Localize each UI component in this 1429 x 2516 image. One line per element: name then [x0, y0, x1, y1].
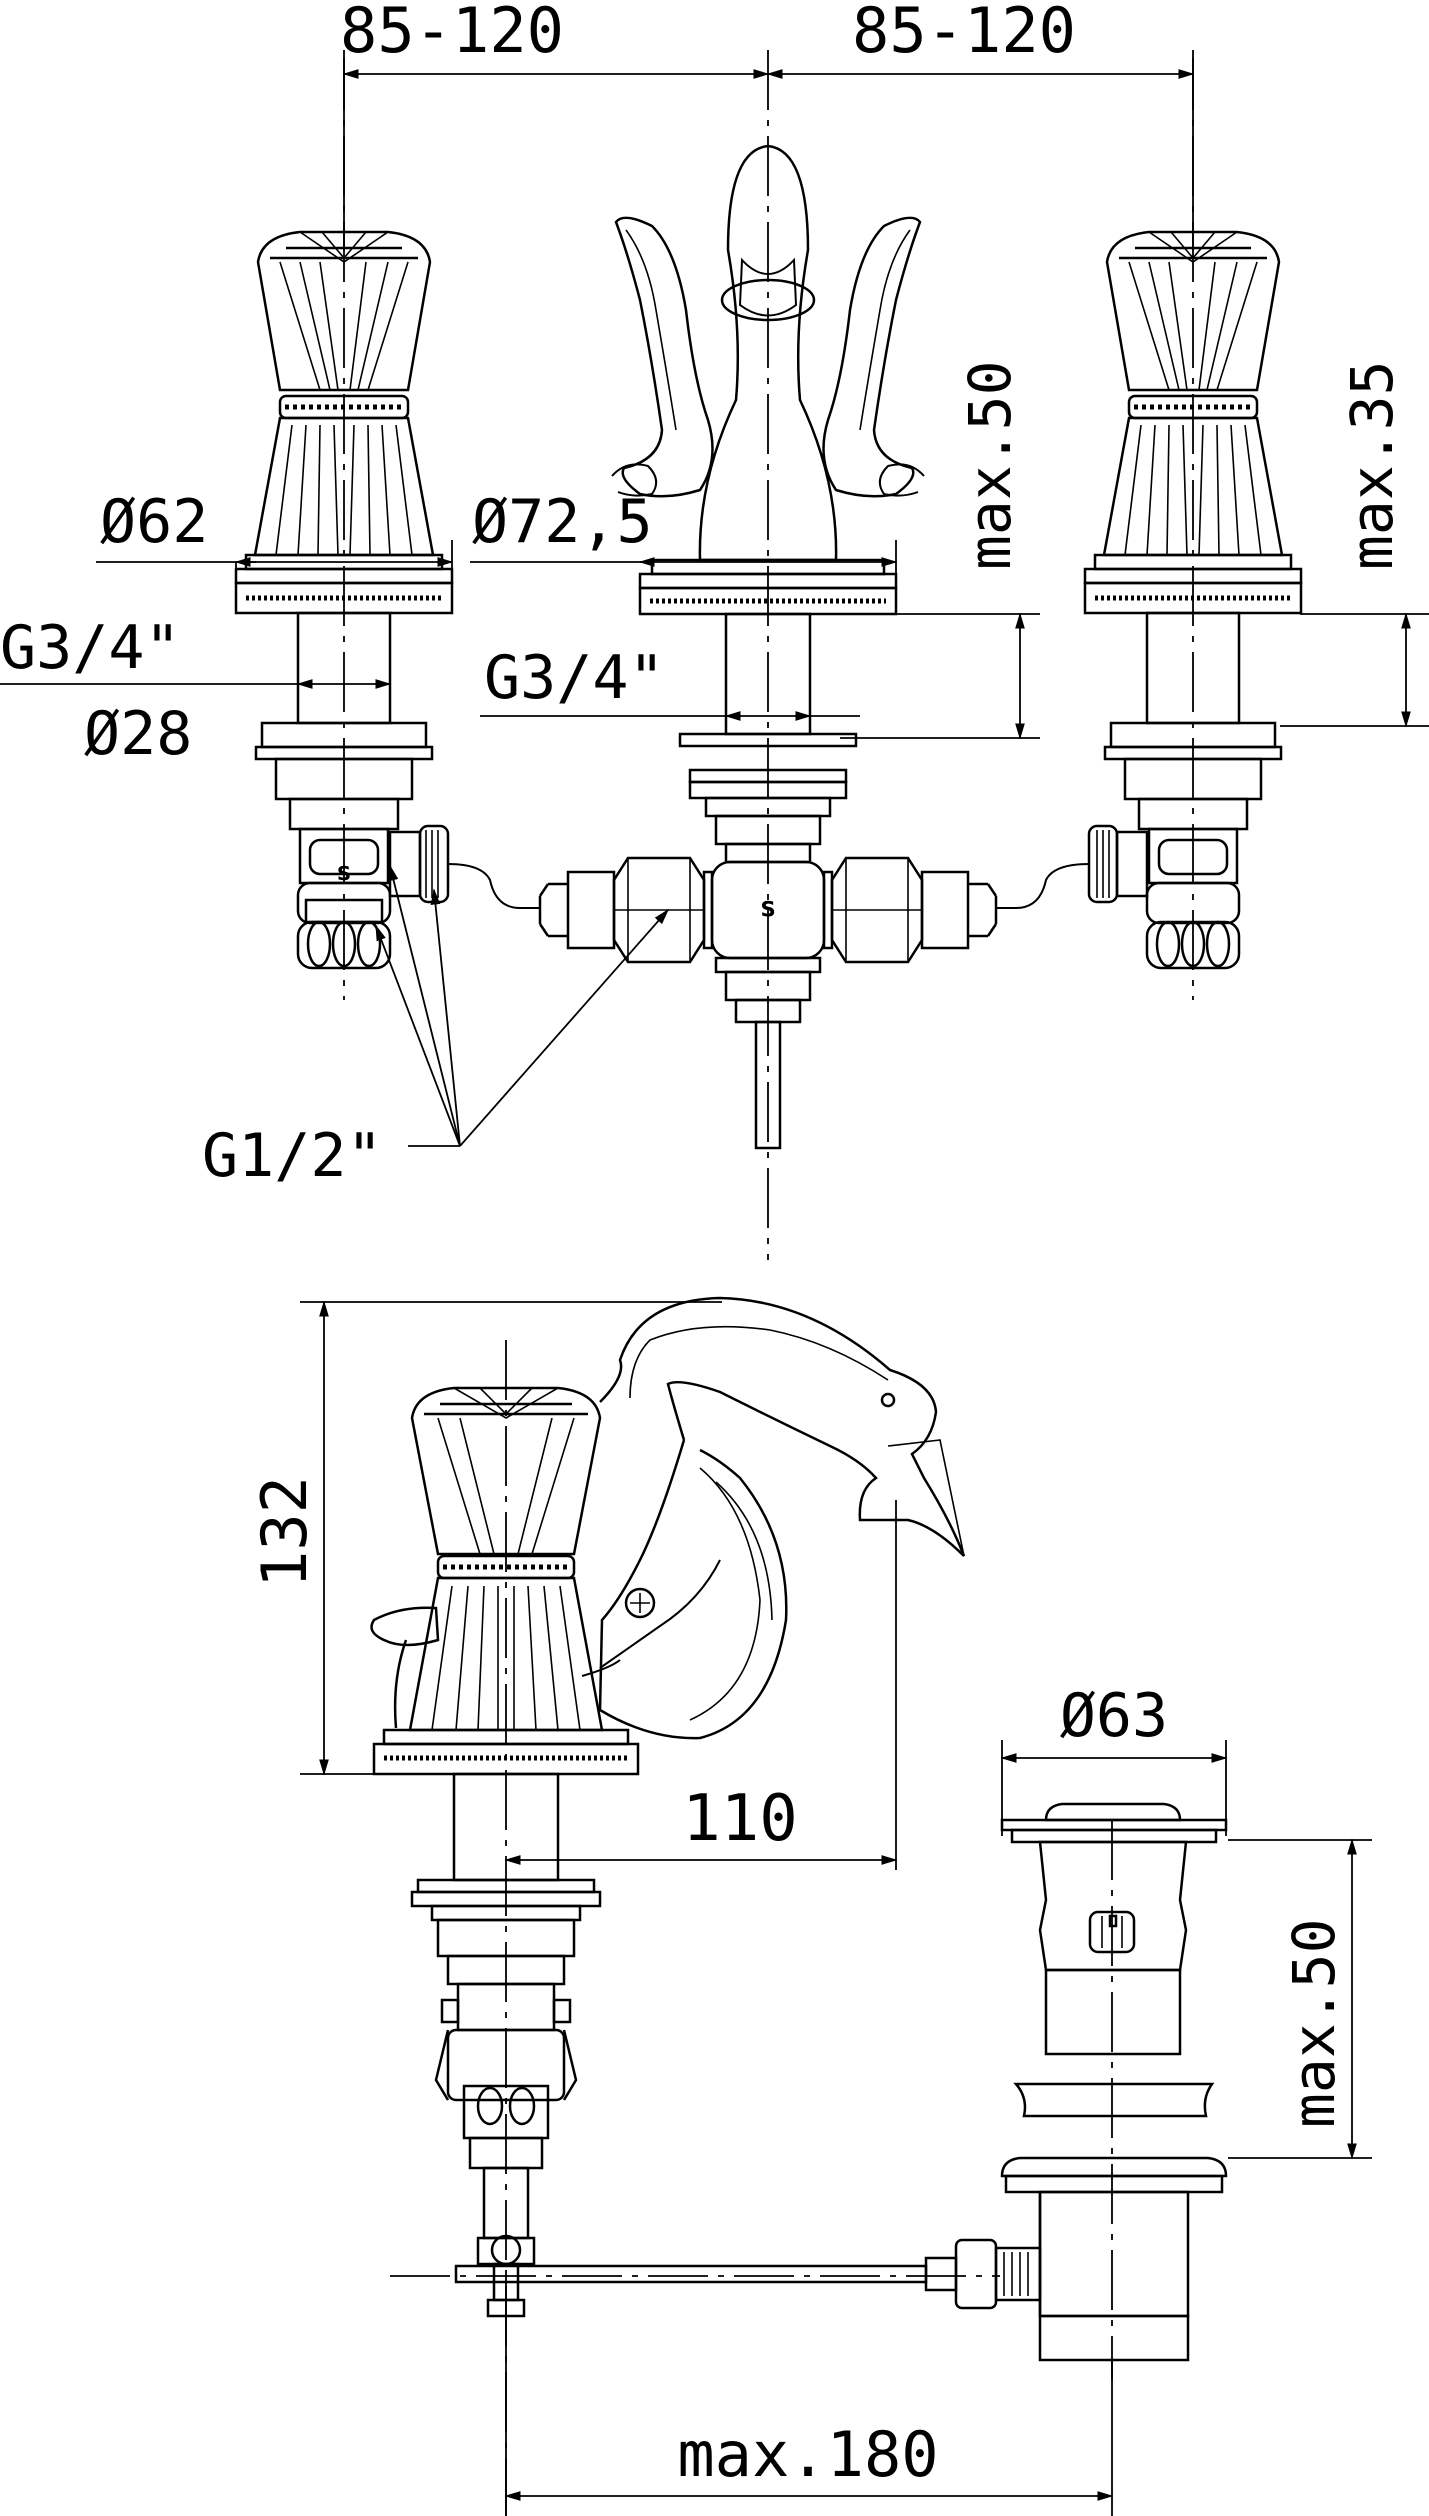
label-spout-base-diameter: Ø72,5 [472, 487, 653, 557]
label-thread-left: G3/4" [0, 613, 181, 683]
left-dimensions [0, 540, 454, 689]
label-waste-max-height: max.50 [1280, 1918, 1348, 2128]
dimension-labels: 85-120 85-120 Ø62 Ø72,5 G3/4" Ø28 G3/4" … [0, 0, 1406, 2491]
label-connection-thread: G1/2" [202, 1121, 383, 1191]
label-valve-max-height: max.35 [1338, 360, 1406, 570]
right-handle [1083, 230, 1303, 970]
label-waste-diameter: Ø63 [1060, 1681, 1168, 1751]
center-dimensions [470, 540, 1040, 740]
marker-center-s: s [760, 890, 777, 923]
side-dimensions [300, 1300, 1114, 2516]
side-handle [370, 1386, 640, 2318]
label-top-width-right: 85-120 [852, 0, 1076, 67]
label-spout-max-height: max.50 [956, 360, 1024, 570]
label-top-width-left: 85-120 [340, 0, 564, 67]
side-spout [581, 1296, 966, 1740]
label-knob-diameter: Ø62 [100, 487, 208, 557]
pop-up-waste [454, 1740, 1228, 2362]
label-total-height: 132 [248, 1476, 321, 1588]
front-view [0, 50, 1429, 1260]
waste-dimension [1228, 1838, 1372, 2160]
right-dimensions [1280, 612, 1429, 728]
center-lines [343, 50, 1194, 1260]
side-view [300, 1296, 1372, 2516]
label-thread-center: G3/4" [484, 643, 665, 713]
label-lever-max-length: max.180 [677, 2418, 938, 2491]
marker-left-s: s [336, 857, 352, 887]
left-handle [234, 230, 454, 970]
label-shank-diameter: Ø28 [84, 699, 192, 769]
connection-leaders [375, 864, 670, 1147]
top-dimension [342, 58, 1195, 250]
label-spout-reach: 110 [682, 1782, 798, 1856]
